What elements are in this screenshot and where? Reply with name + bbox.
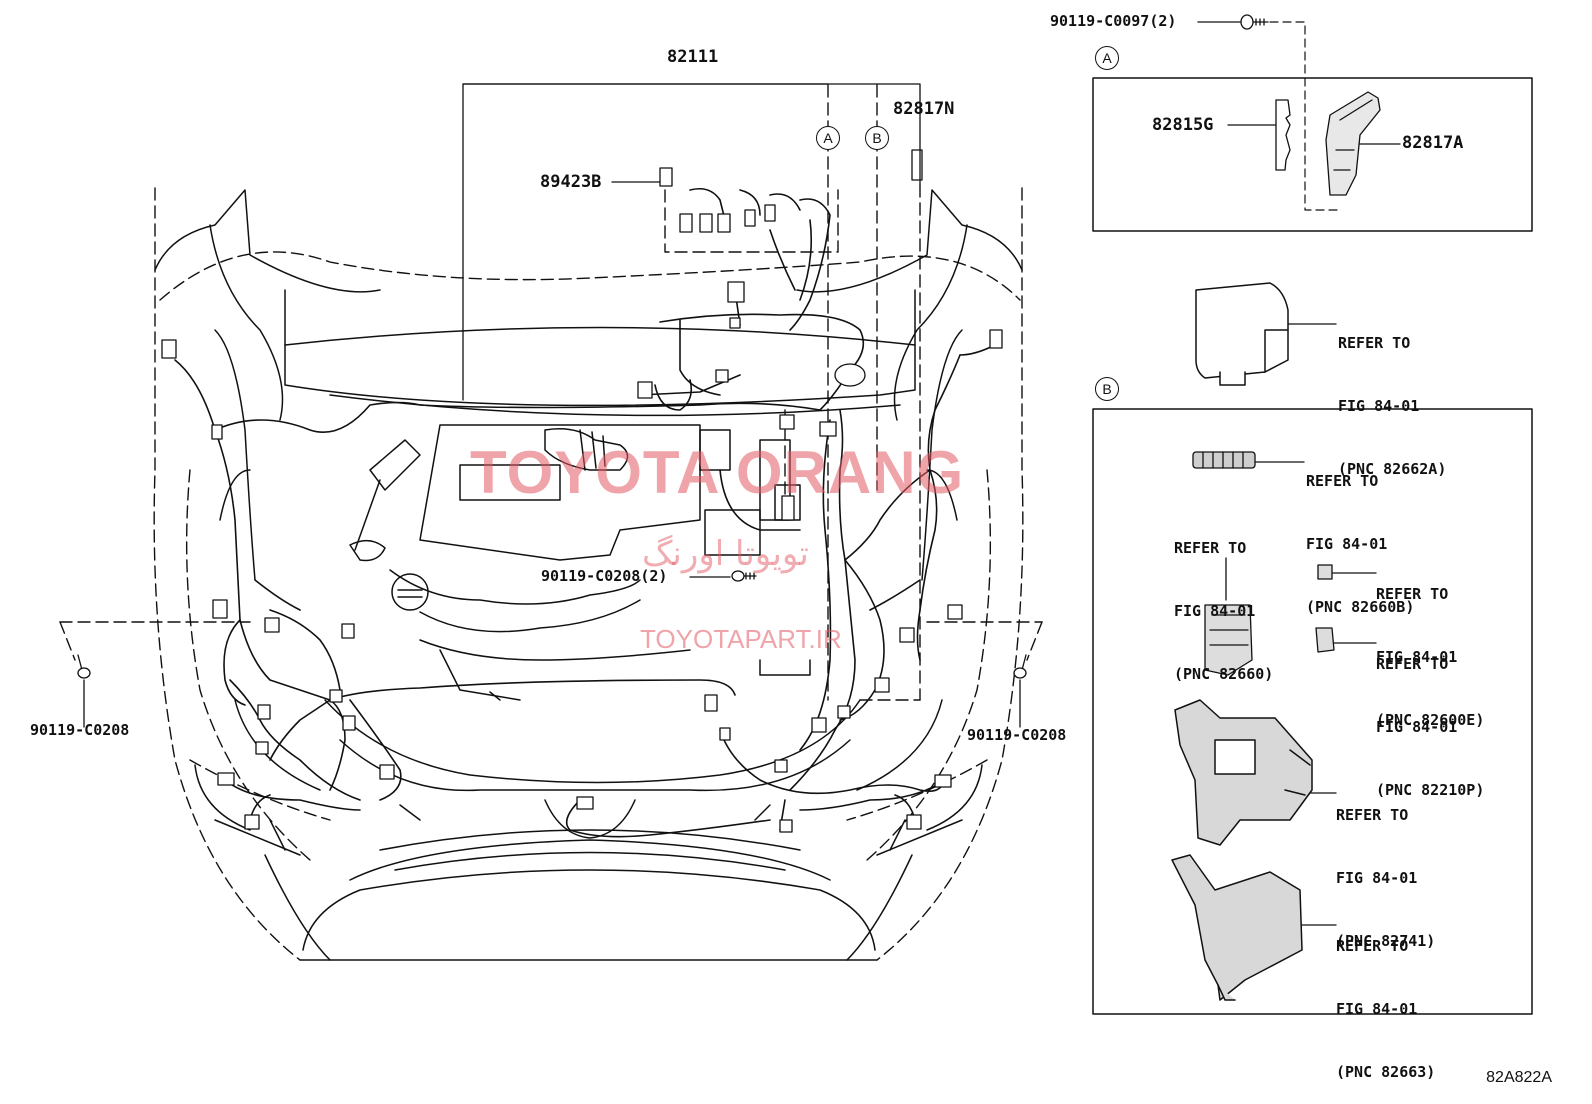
part-cover-82662A bbox=[1195, 282, 1289, 386]
part-label-bolt-top: 90119-C0097(2) bbox=[1050, 12, 1177, 30]
reference-line1: REFER TO bbox=[1338, 334, 1411, 352]
watermark-url: TOYOTAPART.IR bbox=[640, 624, 842, 654]
reference-line3: (PNC 82663) bbox=[1336, 1063, 1436, 1081]
part-relay-82660 bbox=[1204, 604, 1253, 676]
marker-a-detail: A bbox=[1095, 46, 1119, 70]
reference-82210P: REFER TO FIG 84-01 (PNC 82210P) bbox=[1376, 612, 1484, 822]
marker-b-main: B bbox=[865, 126, 889, 150]
reference-line1: REFER TO bbox=[1336, 937, 1409, 955]
part-fuse-82660B bbox=[1192, 451, 1256, 469]
part-82817A-clip bbox=[1325, 91, 1381, 196]
bolt-icon-center bbox=[731, 570, 757, 582]
bolt-icons bbox=[77, 14, 1269, 679]
part-fuse-82600E bbox=[1317, 564, 1333, 580]
reference-line1: REFER TO bbox=[1336, 806, 1409, 824]
reference-line2: FIG 84-01 bbox=[1376, 648, 1458, 666]
part-fuse-82210P bbox=[1315, 627, 1335, 653]
connectors bbox=[161, 149, 1003, 833]
reference-line3: (PNC 82662A) bbox=[1338, 460, 1447, 478]
part-label-bolt-center: 90119-C0208(2) bbox=[541, 567, 668, 585]
part-label-bolt-left: 90119-C0208 bbox=[30, 721, 130, 739]
reference-line2: FIG 84-01 bbox=[1338, 397, 1420, 415]
part-cover-82663 bbox=[1171, 854, 1303, 1001]
wiring-harness bbox=[164, 187, 996, 838]
detail-box-b bbox=[1092, 408, 1533, 1015]
reference-line2: FIG 84-01 bbox=[1336, 1000, 1418, 1018]
reference-line3: (PNC 82660) bbox=[1174, 665, 1274, 683]
reference-line2: FIG 84-01 bbox=[1306, 535, 1388, 553]
leader-lines bbox=[83, 21, 1401, 926]
marker-b-detail: B bbox=[1095, 377, 1119, 401]
part-label-82815G: 82815G bbox=[1152, 115, 1214, 135]
bolt-icon-right bbox=[1013, 654, 1027, 679]
reference-line1: REFER TO bbox=[1306, 472, 1379, 490]
reference-line3: (PNC 82600E) bbox=[1376, 711, 1485, 729]
part-label-82817N: 82817N bbox=[893, 99, 955, 119]
figure-code: 82A822A bbox=[1486, 1069, 1552, 1086]
watermark-main: TOYOTA ORANG bbox=[470, 439, 965, 506]
part-label-82817A: 82817A bbox=[1402, 133, 1464, 153]
reference-82741: REFER TO FIG 84-01 (PNC 82741) bbox=[1336, 763, 1435, 973]
vehicle-outline bbox=[59, 84, 1043, 961]
reference-line2: FIG 84-01 bbox=[1174, 602, 1256, 620]
dashed-guides bbox=[1269, 21, 1341, 211]
vehicle-body bbox=[154, 189, 1023, 961]
reference-line2: FIG 84-01 bbox=[1336, 869, 1418, 887]
watermark-persian: تویوتا اورنگ bbox=[642, 534, 809, 574]
bolt-icon-left bbox=[77, 654, 91, 679]
part-label-89423B: 89423B bbox=[540, 172, 602, 192]
reference-line1: REFER TO bbox=[1376, 655, 1449, 673]
reference-82662A: REFER TO FIG 84-01 (PNC 82662A) bbox=[1338, 291, 1446, 501]
reference-line3: (PNC 82210P) bbox=[1376, 781, 1485, 799]
reference-line1: REFER TO bbox=[1174, 539, 1247, 557]
reference-line3: (PNC 82741) bbox=[1336, 932, 1436, 950]
reference-82660B: REFER TO FIG 84-01 (PNC 82660B) bbox=[1306, 429, 1414, 639]
part-82815G-bracket bbox=[1275, 99, 1291, 171]
bolt-icon-top bbox=[1240, 14, 1269, 30]
reference-82660: REFER TO FIG 84-01 (PNC 82660) bbox=[1174, 496, 1273, 706]
reference-82600E: REFER TO FIG 84-01 (PNC 82600E) bbox=[1376, 542, 1484, 752]
part-junction-block-82741 bbox=[1174, 699, 1313, 846]
reference-line1: REFER TO bbox=[1376, 585, 1449, 603]
reference-line2: FIG 84-01 bbox=[1376, 718, 1458, 736]
reference-82663: REFER TO FIG 84-01 (PNC 82663) bbox=[1336, 894, 1435, 1104]
part-label-82111: 82111 bbox=[667, 47, 719, 67]
part-label-bolt-right: 90119-C0208 bbox=[967, 726, 1067, 744]
reference-line3: (PNC 82660B) bbox=[1306, 598, 1415, 616]
marker-a-main: A bbox=[816, 126, 840, 150]
detail-box-a bbox=[1092, 77, 1533, 232]
